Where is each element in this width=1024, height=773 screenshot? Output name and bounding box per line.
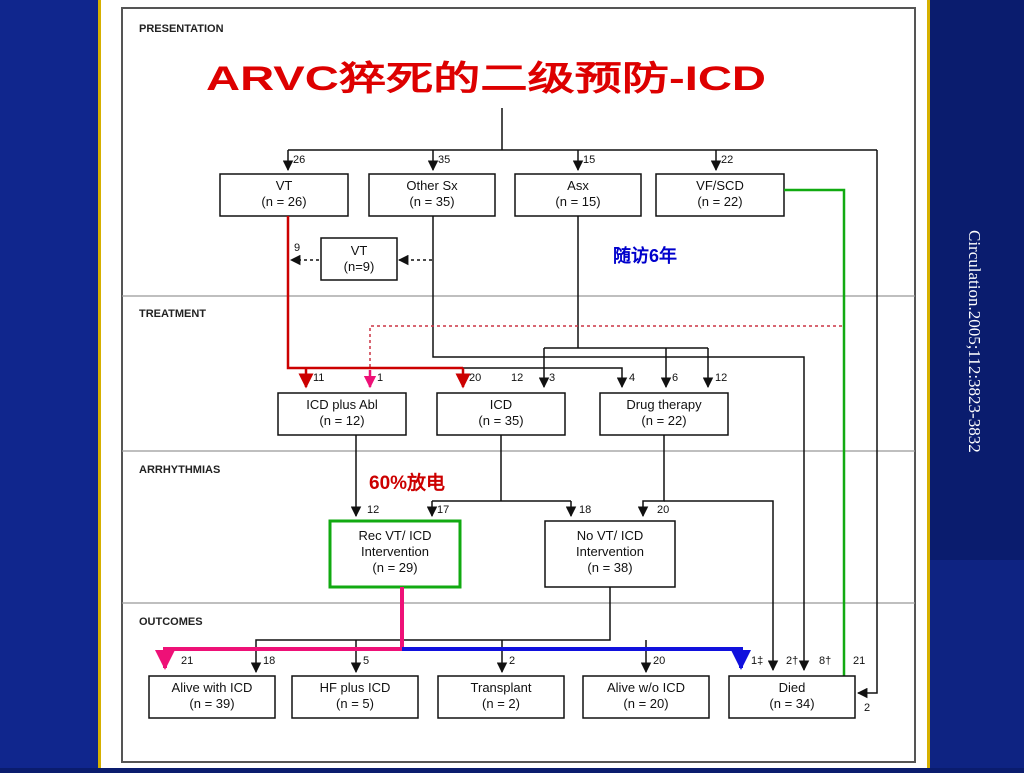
box-tx-label: Transplant — [471, 680, 532, 695]
box-died-count: (n = 34) — [769, 696, 814, 711]
blue-path-rec — [402, 647, 751, 670]
box-recvt-label2: Intervention — [361, 544, 429, 559]
num-drug12: 12 — [715, 372, 727, 384]
num-icd12: 12 — [511, 372, 523, 384]
num-out20: 20 — [653, 655, 665, 667]
box-vt-label: VT — [276, 178, 293, 193]
num-asx: 15 — [583, 154, 595, 166]
num-abl11: 11 — [313, 372, 324, 384]
box-icdabl-count: (n = 12) — [319, 413, 364, 428]
num-icd20: 20 — [469, 372, 481, 384]
box-novt-count: (n = 38) — [587, 560, 632, 575]
box-vt-count: (n = 26) — [261, 194, 306, 209]
box-icd-label: ICD — [490, 397, 512, 412]
box-novt-label2: Intervention — [576, 544, 644, 559]
box-drug-therapy — [599, 392, 729, 436]
box-icd-count: (n = 35) — [478, 413, 523, 428]
num-out5: 5 — [363, 655, 369, 667]
num-rec17: 17 — [437, 504, 449, 516]
num-vfscd: 22 — [721, 154, 733, 166]
box-transplant — [437, 675, 565, 719]
box-asx-label: Asx — [567, 178, 589, 193]
num-died8: 8† — [819, 655, 831, 667]
box-other-label: Other Sx — [406, 178, 458, 193]
num-out18: 18 — [263, 655, 275, 667]
box-hf-icd — [291, 675, 419, 719]
section-treatment: TREATMENT — [139, 308, 206, 320]
box-asx-count: (n = 15) — [555, 194, 600, 209]
num-novt18: 18 — [579, 504, 591, 516]
box-icd-plus-abl — [277, 392, 407, 436]
box-died-label: Died — [779, 680, 806, 695]
num-out2: 2 — [509, 655, 515, 667]
num-novt20: 20 — [657, 504, 669, 516]
discharge-annotation: 60%放电 — [369, 471, 445, 494]
box-alive-icd — [148, 675, 276, 719]
pink-path-rec — [155, 587, 404, 670]
followup-annotation: 随访6年 — [613, 245, 677, 266]
box-recvt-count: (n = 29) — [372, 560, 417, 575]
citation: Circulation.2005;112:3823-3832 — [965, 230, 984, 453]
box-vf-scd — [655, 173, 785, 217]
num-vt9: 9 — [294, 242, 300, 254]
background-stripe — [0, 0, 98, 768]
num-other: 35 — [438, 154, 450, 166]
box-alive-label: Alive with ICD — [172, 680, 253, 695]
num-abl1: 1 — [377, 372, 383, 384]
box-vt9-count: (n=9) — [344, 259, 375, 274]
box-alivewo-label: Alive w/o ICD — [607, 680, 685, 695]
num-out21: 21 — [181, 655, 193, 667]
diagram-frame — [121, 7, 916, 763]
box-vt9-label: VT — [351, 243, 368, 258]
box-icdabl-label: ICD plus Abl — [306, 397, 378, 412]
box-novt-label: No VT/ ICD — [577, 528, 643, 543]
num-icd3: 3 — [549, 372, 555, 384]
box-alive-wo-icd — [582, 675, 710, 719]
flow-diagram: PRESENTATION TREATMENT ARRHYTHMIAS OUTCO… — [121, 7, 916, 763]
slide-title: ARVC猝死的二级预防-ICD — [206, 60, 766, 98]
background-stripe — [930, 560, 1024, 768]
num-died2b: 2 — [864, 702, 870, 714]
slide-panel: PRESENTATION TREATMENT ARRHYTHMIAS OUTCO… — [98, 0, 930, 768]
section-outcomes: OUTCOMES — [139, 616, 203, 628]
section-arrhythmias: ARRHYTHMIAS — [139, 464, 220, 476]
box-icd — [436, 392, 566, 436]
num-rec12: 12 — [367, 504, 379, 516]
box-vt9 — [320, 237, 398, 281]
num-died2: 2† — [786, 655, 798, 667]
box-vfscd-count: (n = 22) — [697, 194, 742, 209]
box-rec-vt — [328, 519, 462, 589]
box-died — [728, 675, 856, 719]
box-hf-label: HF plus ICD — [320, 680, 391, 695]
num-drug4: 4 — [629, 372, 635, 384]
box-recvt-label: Rec VT/ ICD — [359, 528, 432, 543]
box-drug-count: (n = 22) — [641, 413, 686, 428]
num-vt: 26 — [293, 154, 305, 166]
box-tx-count: (n = 2) — [482, 696, 520, 711]
green-path-vfscd — [784, 188, 846, 680]
box-hf-count: (n = 5) — [336, 696, 374, 711]
section-presentation: PRESENTATION — [139, 23, 224, 35]
num-drug6: 6 — [672, 372, 678, 384]
box-alive-count: (n = 39) — [189, 696, 234, 711]
box-drug-label: Drug therapy — [626, 397, 702, 412]
num-died21: 21 — [853, 655, 865, 667]
box-no-vt — [544, 520, 676, 588]
box-vt — [219, 173, 349, 217]
box-alivewo-count: (n = 20) — [623, 696, 668, 711]
num-died1: 1‡ — [751, 655, 763, 667]
box-vfscd-label: VF/SCD — [696, 178, 744, 193]
box-other-count: (n = 35) — [409, 194, 454, 209]
box-other-sx — [368, 173, 496, 217]
